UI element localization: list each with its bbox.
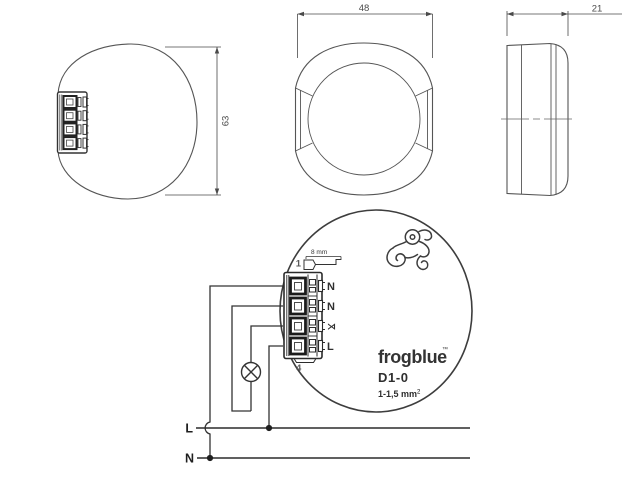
height-dimension-value: 63 [221, 116, 232, 127]
frog-logo [386, 229, 433, 271]
frog-eye-icon [404, 229, 421, 245]
arrowhead-right-icon [426, 11, 433, 17]
corner-chamfer-line [415, 87, 433, 97]
svg-text:1-1,5 mm2: 1-1,5 mm2 [378, 389, 421, 399]
corner-chamfer-line [415, 142, 433, 152]
wire-line [268, 345, 283, 428]
front-terminal-cell [62, 136, 90, 151]
front-terminal-cell [62, 95, 90, 109]
height-dimension: 63 [165, 46, 232, 196]
wire-neutral-2 [231, 305, 283, 412]
arrowhead-left-icon [297, 11, 304, 17]
wiring-diagram: frogblue ™ D1-0 1-1,5 mm2 8 mm 1 4 [185, 209, 473, 466]
width-dimension-value: 48 [359, 3, 370, 14]
front-terminal-cell [62, 122, 90, 137]
frog-pupil-icon [409, 233, 416, 241]
frog-foot-line [416, 255, 429, 271]
front-terminal-cell [62, 108, 90, 123]
junction-dot [265, 424, 273, 432]
terminal-index-bottom: 4 [296, 363, 302, 374]
strip-length-label: 8 mm [311, 249, 327, 256]
frog-head-line [418, 229, 433, 241]
terminal-label-n2: N [327, 301, 335, 313]
wire-conductor-shape [315, 259, 341, 265]
arrowhead-left-icon [507, 11, 514, 17]
terminal-label-n1: N [327, 281, 335, 293]
neutral-bus-label: N [185, 452, 194, 466]
side-view-outline [506, 42, 569, 197]
terminal-label-l: L [327, 341, 334, 353]
junction-dot [206, 454, 214, 462]
wire-dimmed-output [250, 325, 283, 363]
frog-belly-line [386, 247, 406, 268]
corner-chamfer-line [295, 142, 313, 152]
supply-buses: L N [185, 422, 470, 466]
frog-chin-line [392, 240, 408, 249]
front-terminal-block [56, 91, 90, 154]
wire-strip-icon: 8 mm [303, 249, 342, 270]
wire-neutral-1 [204, 285, 283, 458]
width-dimension: 48 [297, 3, 433, 58]
top-view-inner-ring [307, 62, 421, 176]
corner-chamfer-line [295, 87, 313, 97]
side-view: 21 [501, 4, 622, 197]
dimmer-output-icon: ⋊ [327, 322, 336, 332]
top-view: 48 [294, 3, 434, 196]
wiring-terminal-block [283, 271, 327, 363]
terminal-foot [293, 358, 317, 363]
top-view-outline [294, 42, 434, 196]
model-number: D1-0 [378, 370, 409, 385]
front-view: 63 [56, 43, 232, 200]
frog-back-line [418, 240, 430, 258]
wire-spec: 1-1,5 mm [378, 389, 417, 399]
terminal-index-top: 1 [296, 259, 302, 270]
trademark-symbol: ™ [442, 346, 448, 353]
depth-dimension-value: 21 [592, 4, 603, 15]
lamp-cross-line [243, 364, 259, 380]
wire-spec-exponent: 2 [417, 390, 421, 396]
brand-wordmark: frogblue [378, 347, 447, 367]
arrowhead-up-icon [214, 47, 220, 54]
lamp-icon [240, 361, 262, 383]
arrowhead-right-icon [561, 11, 568, 17]
frog-arm-line [404, 253, 419, 259]
front-view-outline [57, 43, 198, 200]
wiring-conductors [204, 285, 283, 458]
wire-insulation-shape [303, 259, 317, 270]
depth-dimension: 21 [506, 4, 622, 36]
arrowhead-down-icon [214, 188, 220, 195]
line-bus-label: L [185, 422, 193, 436]
